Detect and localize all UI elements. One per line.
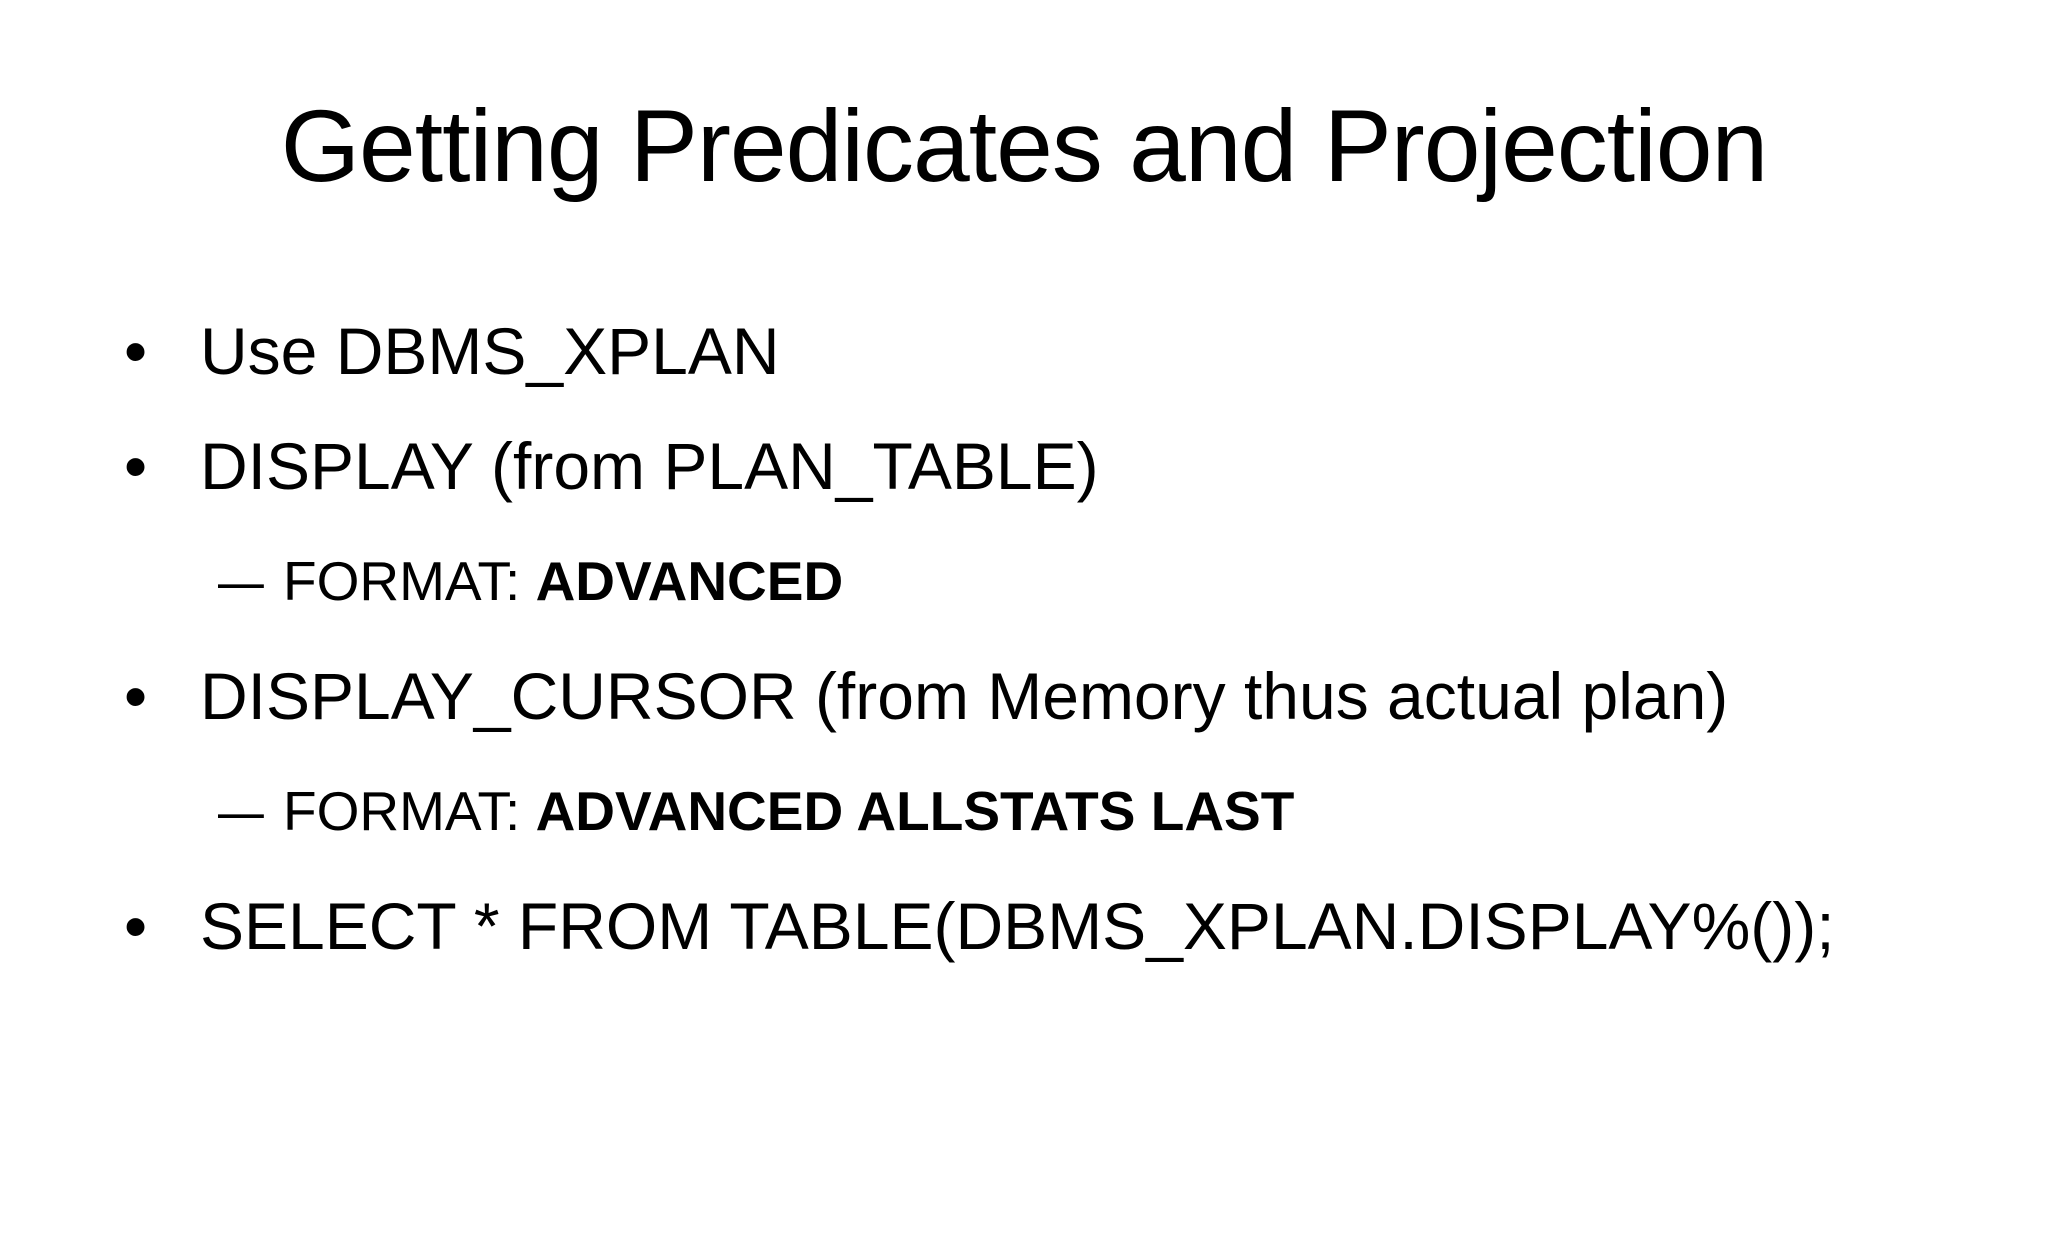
dash-icon: – xyxy=(218,780,264,842)
bullet-text: Use DBMS_XPLAN xyxy=(200,314,780,388)
bullet-text: DISPLAY (from PLAN_TABLE) xyxy=(200,429,1099,503)
bullet-icon: • xyxy=(124,889,148,963)
sub-bullet-label: FORMAT: xyxy=(283,780,536,842)
sub-bullet-label: FORMAT: xyxy=(283,550,536,612)
dash-icon: – xyxy=(218,550,264,612)
bullet-item-use-dbms-xplan: • Use DBMS_XPLAN xyxy=(0,294,2048,409)
bullet-icon: • xyxy=(124,659,148,733)
slide-title: Getting Predicates and Projection xyxy=(280,89,1769,203)
sub-bullet-value: ADVANCED ALLSTATS LAST xyxy=(535,780,1295,842)
bullet-item-display: • DISPLAY (from PLAN_TABLE) xyxy=(0,409,2048,524)
bullet-text: DISPLAY_CURSOR (from Memory thus actual … xyxy=(200,659,1729,733)
bullet-icon: • xyxy=(124,429,148,503)
bullet-item-select-statement: • SELECT * FROM TABLE(DBMS_XPLAN.DISPLAY… xyxy=(0,869,2048,984)
bullet-icon: • xyxy=(124,314,148,388)
sub-bullet-format-advanced: – FORMAT: ADVANCED xyxy=(0,524,2048,639)
sub-bullet-value: ADVANCED xyxy=(535,550,844,612)
bullet-item-display-cursor: • DISPLAY_CURSOR (from Memory thus actua… xyxy=(0,639,2048,754)
bullet-list: • Use DBMS_XPLAN • DISPLAY (from PLAN_TA… xyxy=(0,294,2048,984)
bullet-text: SELECT * FROM TABLE(DBMS_XPLAN.DISPLAY%(… xyxy=(200,889,1835,963)
sub-bullet-format-advanced-allstats: – FORMAT: ADVANCED ALLSTATS LAST xyxy=(0,754,2048,869)
